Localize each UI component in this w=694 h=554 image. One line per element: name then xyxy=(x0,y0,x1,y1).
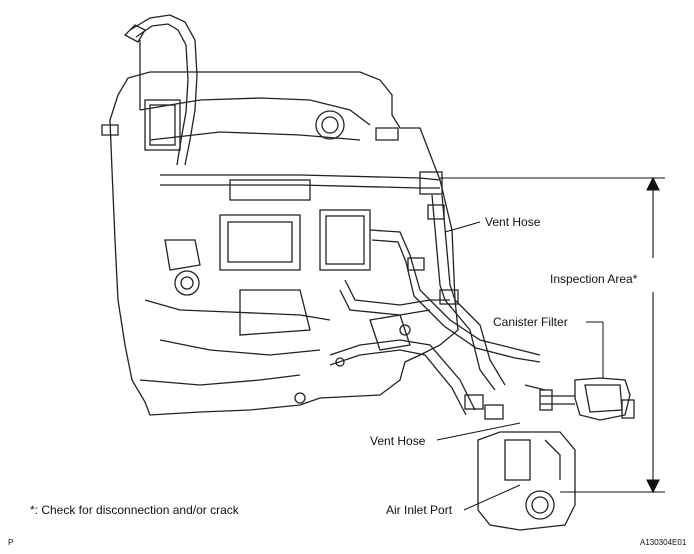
canister-filter xyxy=(540,377,635,421)
vent-hose-lower-label: Vent Hose xyxy=(370,434,426,448)
inspection-area-marker xyxy=(440,176,665,494)
fuel-lines xyxy=(123,14,553,420)
air-inlet-assembly xyxy=(477,431,576,531)
canister-filter-label: Canister Filter xyxy=(493,315,568,329)
corner-letter: P xyxy=(8,538,13,547)
fuel-tank xyxy=(101,71,459,416)
vent-hose-upper-label: Vent Hose xyxy=(485,215,541,229)
figure-code: A130304E01 xyxy=(640,538,687,547)
footnote: *: Check for disconnection and/or crack xyxy=(30,503,240,517)
inspection-area-label: Inspection Area* xyxy=(550,272,638,286)
leader-lines xyxy=(436,221,604,511)
air-inlet-port-label: Air Inlet Port xyxy=(386,503,453,517)
